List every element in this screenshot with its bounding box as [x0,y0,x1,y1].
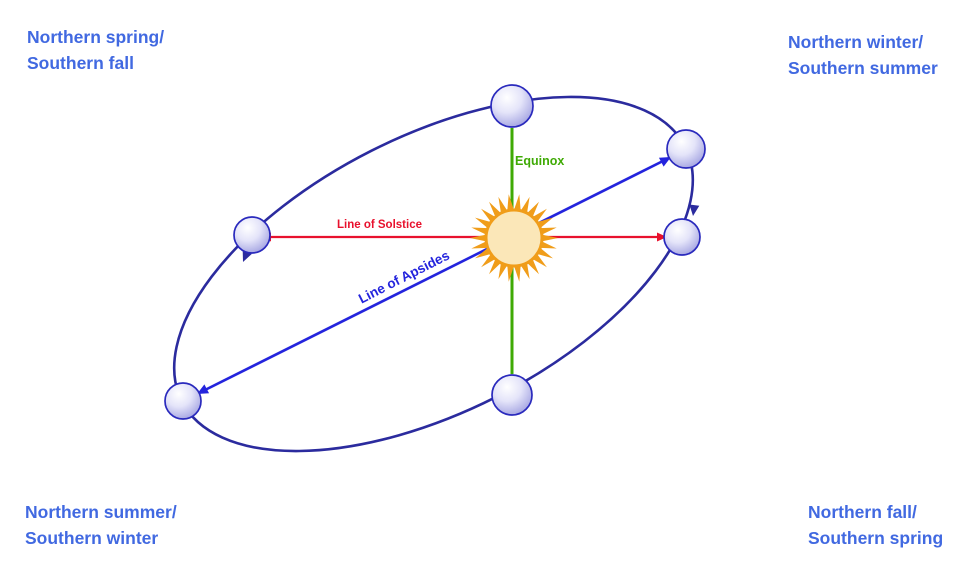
earth-top [490,84,534,128]
solstice-line-label: Line of Solstice [337,219,422,231]
season-label-bottom-right: Northern fall/ Southern spring [808,499,943,551]
season-label-bottom-left: Northern summer/ Southern winter [25,499,177,551]
apsides-arrowhead-sw [197,384,210,394]
season-label-line: Northern fall/ [808,502,917,522]
earth-bottom-left [164,382,202,420]
earth-right [663,218,701,256]
season-label-line: Southern fall [27,53,134,73]
season-label-line: Northern winter/ [788,32,924,52]
earth-left [233,216,271,254]
apsides-line-label: Line of Apsides [356,248,452,307]
apsides-arrowhead-ne [658,157,671,167]
season-label-line: Southern spring [808,528,944,548]
sun-rays-icon [470,194,558,282]
sun [470,194,558,282]
orbit-ellipse [172,95,695,453]
orbit-direction-arrow-right [689,204,700,216]
earth-top-right [666,129,706,169]
earth-bottom [491,374,533,416]
season-label-line: Northern summer/ [25,502,177,522]
season-label-top-right: Northern winter/ Southern summer [788,29,938,81]
season-label-top-left: Northern spring/ Southern fall [27,24,164,76]
season-label-line: Northern spring/ [27,27,165,47]
solstice-arrowhead-east [657,232,667,242]
apsides-line [198,156,670,395]
equinox-line-label: Equinox [515,154,564,168]
sun-body [484,208,544,268]
season-label-line: Southern winter [25,528,159,548]
season-label-line: Southern summer [788,58,938,78]
